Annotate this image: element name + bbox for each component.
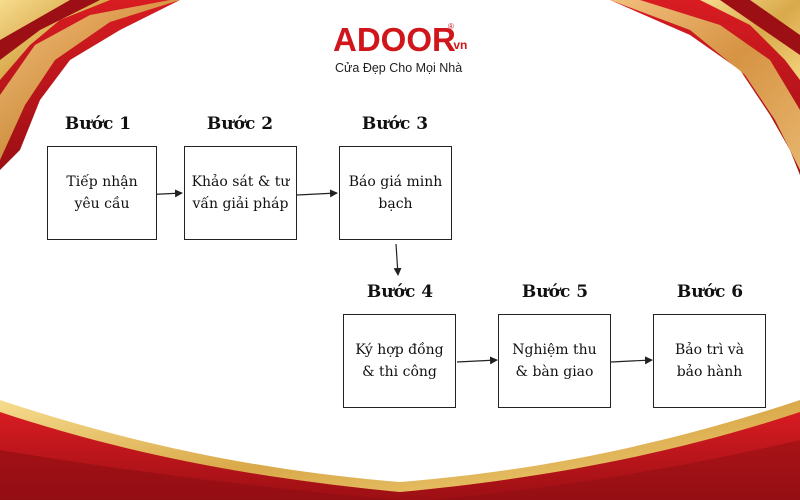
step-5-text: Nghiệm thu & bàn giao <box>512 342 597 380</box>
arrow-4-5 <box>456 356 498 365</box>
step-5-title: Bước 5 <box>521 282 589 302</box>
step-2-box: Khảo sát & tư vấn giải pháp <box>184 146 297 240</box>
step-4-title: Bước 4 <box>366 282 434 302</box>
step-4-box: Ký hợp đồng & thi công <box>343 314 456 408</box>
logo-tagline: Cửa Đẹp Cho Mọi Nhà <box>335 61 463 75</box>
step-1-title: Bước 1 <box>64 114 132 134</box>
step-2-title: Bước 2 <box>206 114 274 134</box>
arrow-3-4 <box>393 243 402 276</box>
logo-registered-mark: ® <box>448 22 454 31</box>
step-4-text: Ký hợp đồng & thi công <box>355 342 444 380</box>
step-3-title: Bước 3 <box>361 114 429 134</box>
step-6-box: Bảo trì và bảo hành <box>653 314 766 408</box>
arrow-2-3 <box>296 189 338 198</box>
step-5-box: Nghiệm thu & bàn giao <box>498 314 611 408</box>
step-2-text: Khảo sát & tư vấn giải pháp <box>191 174 290 212</box>
logo-wordmark: ADOOR <box>333 21 456 58</box>
step-6-text: Bảo trì và bảo hành <box>674 342 744 380</box>
brand-logo: ADOOR ® .vn Cửa Đẹp Cho Mọi Nhà <box>333 22 473 80</box>
step-6-title: Bước 6 <box>676 282 744 302</box>
step-1-text: Tiếp nhận yêu cầu <box>66 174 138 212</box>
step-3-text: Báo giá minh bạch <box>348 174 443 212</box>
arrow-5-6 <box>610 356 653 365</box>
logo-domain: .vn <box>450 38 468 52</box>
step-1-box: Tiếp nhận yêu cầu <box>47 146 157 240</box>
step-3-box: Báo giá minh bạch <box>339 146 452 240</box>
